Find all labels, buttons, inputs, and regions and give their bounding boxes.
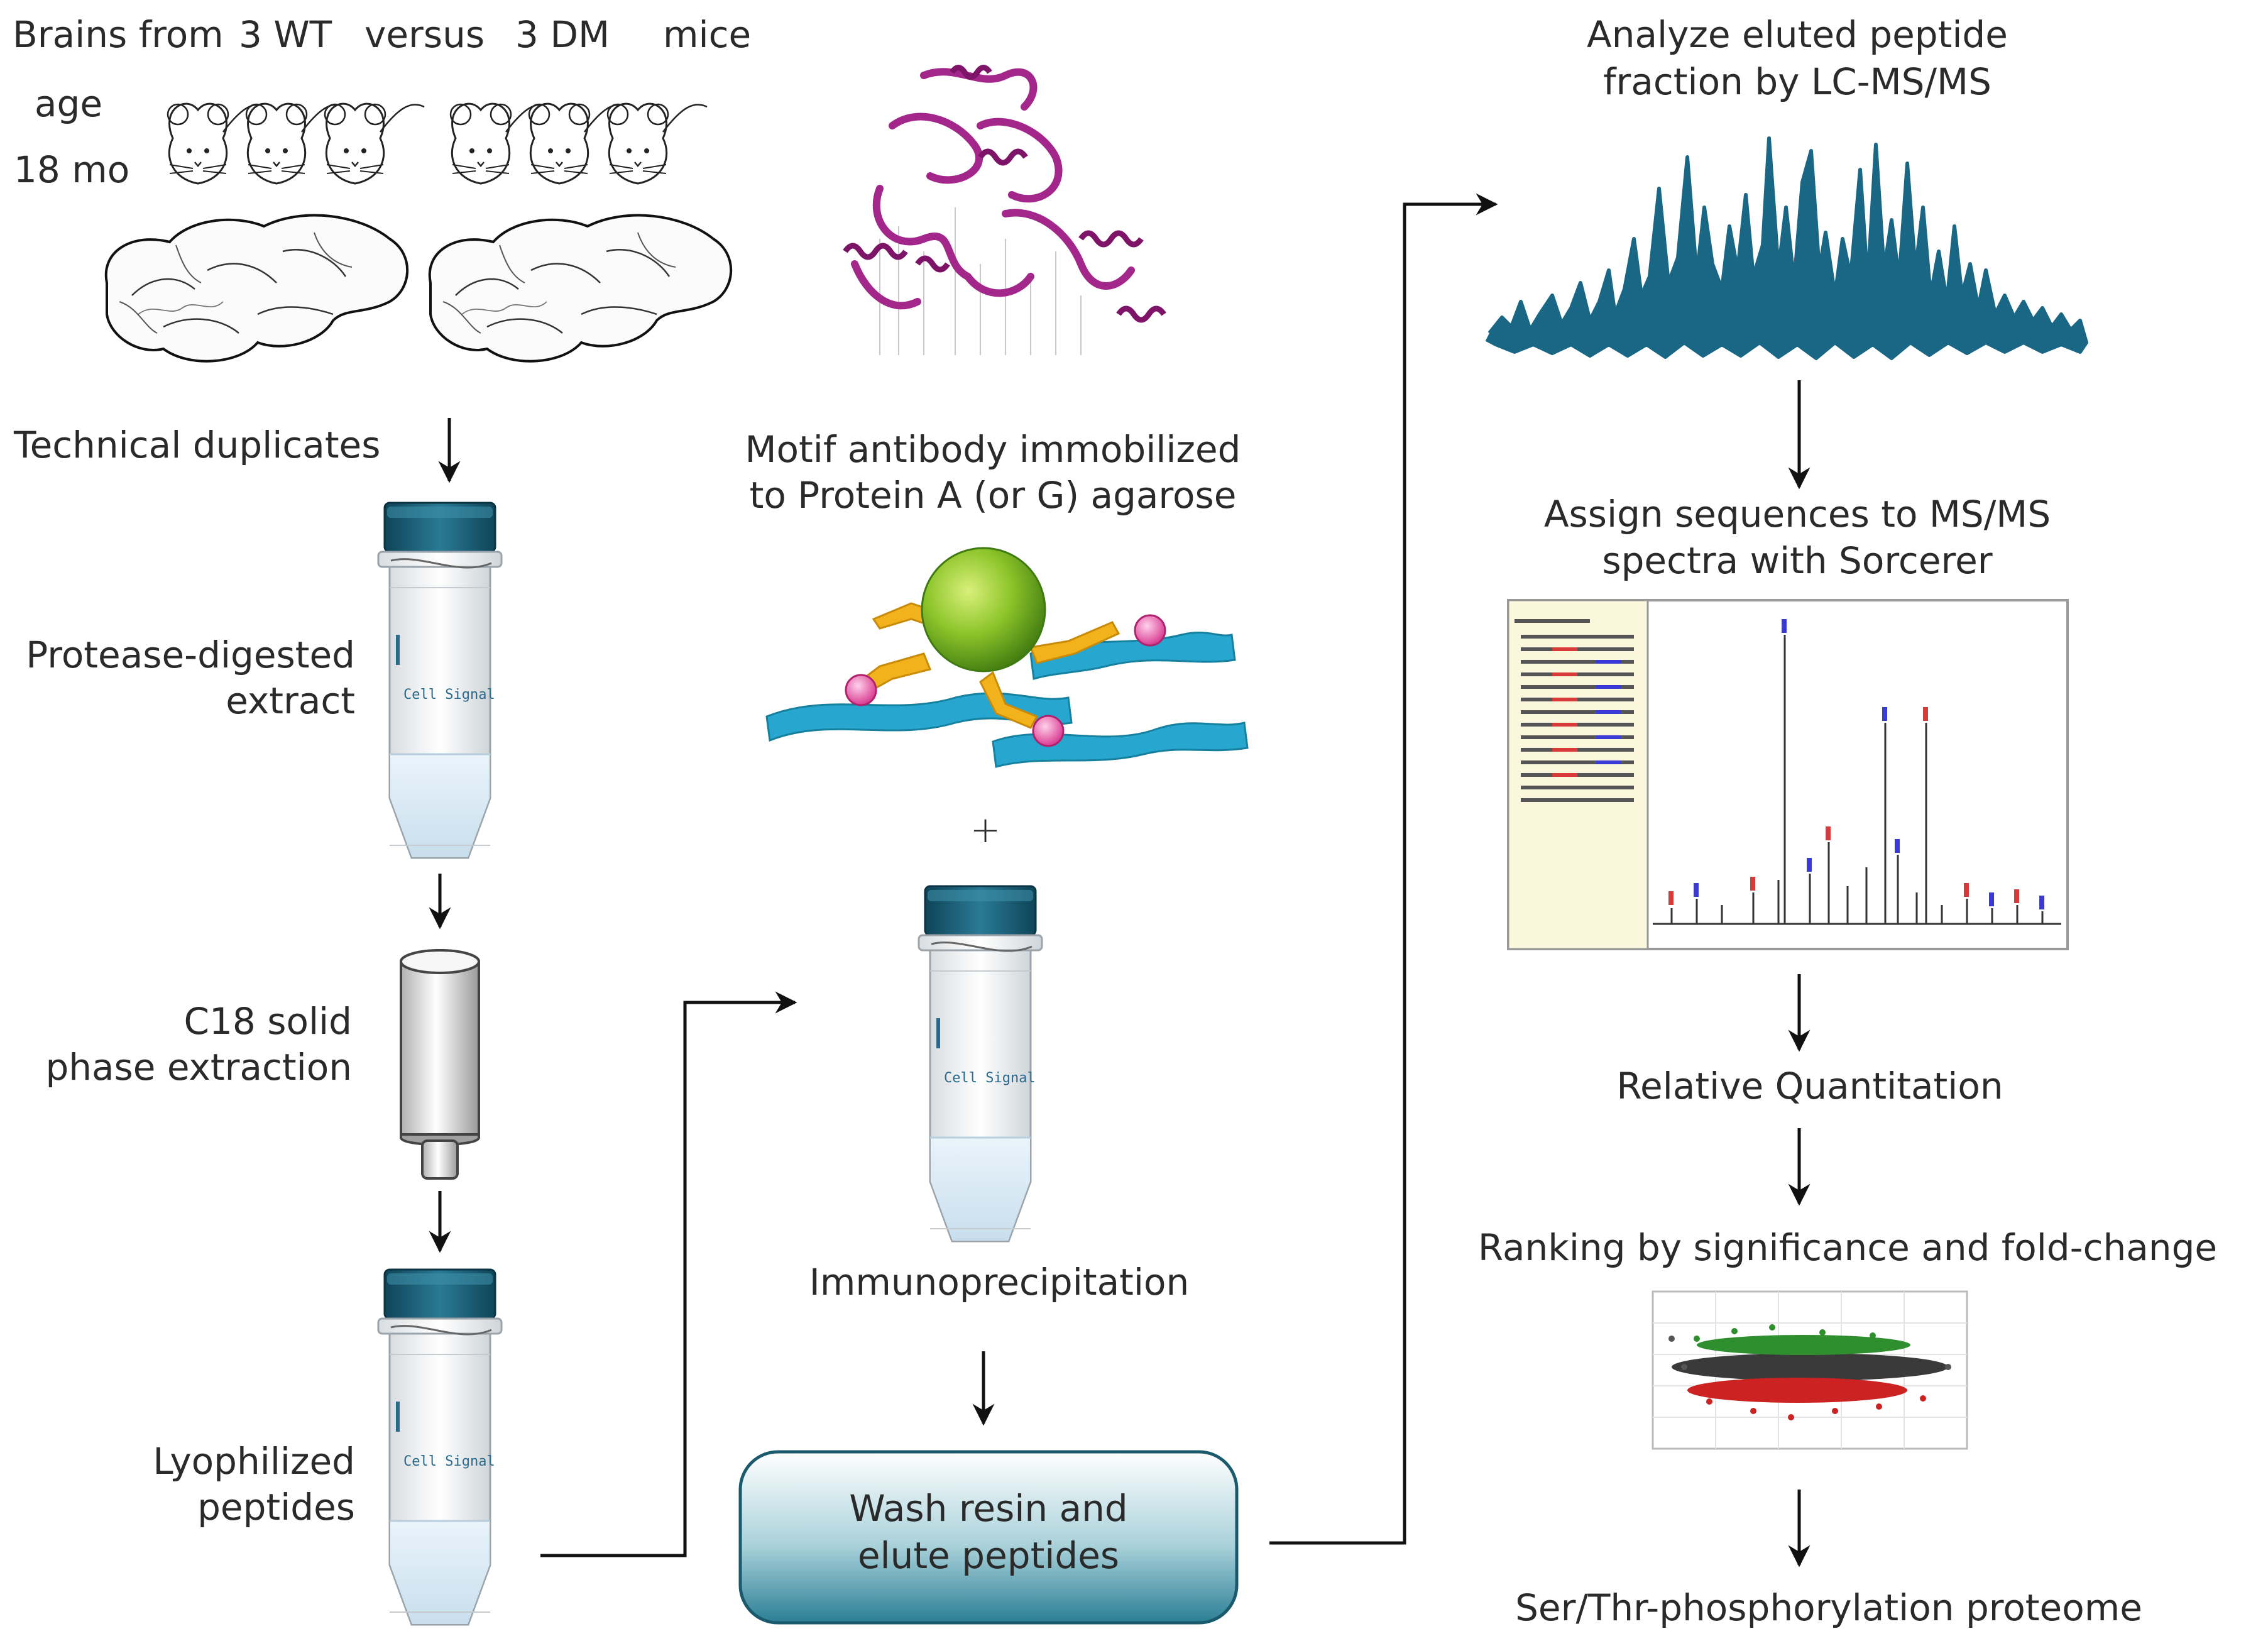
lyophilized-label-line2: peptides (197, 1486, 355, 1528)
final-label: Ser/Thr-phosphorylation proteome (1515, 1586, 2142, 1629)
protease-label-line2: extract (226, 679, 355, 722)
relative-quant-label: Relative Quantitation (1616, 1065, 2003, 1107)
immunoprecipitation-label: Immunoprecipitation (809, 1261, 1190, 1303)
arrow-left-to-middle (540, 991, 797, 1557)
age-label: age (35, 82, 102, 125)
assign-label-line1: Assign sequences to MS/MS (1544, 493, 2051, 535)
brains-from-label: Brains from (13, 13, 224, 56)
tube-label: Cell Signal (403, 687, 495, 703)
dm-label: 3 DM (515, 13, 610, 56)
tube-label: Cell Signal (944, 1070, 1036, 1086)
protein-structure-icon (843, 65, 1166, 355)
immunoprecipitation-tube-icon: Cell Signal (918, 885, 1043, 1243)
spectrum-peaks (1670, 635, 2044, 924)
dm-mouse-icon (606, 102, 708, 185)
analyze-label-line1: Analyze eluted peptide (1587, 13, 2008, 56)
motif-label-line1: Motif antibody immobilized (745, 428, 1241, 471)
header-labels: Brains from 3 WT versus 3 DM mice age 18… (13, 13, 751, 191)
c18-column-icon (400, 949, 480, 1180)
wt-label: 3 WT (239, 13, 332, 56)
ma-plot-icon (1652, 1290, 1968, 1450)
lyophilized-label-line1: Lyophilized (153, 1440, 355, 1483)
wash-label-line2: elute peptides (858, 1534, 1119, 1577)
mice-label: mice (663, 13, 751, 56)
antibody-bead-icon (765, 547, 1249, 768)
c18-label-line1: C18 solid (184, 1000, 353, 1043)
wt-brain-icon (104, 214, 409, 363)
protease-tube-icon: Cell Signal (377, 502, 503, 859)
chromatogram-icon (1485, 136, 2088, 360)
ms-spectrum-panel (1507, 599, 2069, 950)
wash-label-line1: Wash resin and (849, 1487, 1128, 1530)
arrow-middle-to-right (1269, 193, 1498, 1545)
analyze-label-line2: fraction by LC-MS/MS (1603, 60, 1991, 103)
technical-duplicates-label: Technical duplicates (13, 424, 380, 466)
plus-sign: + (970, 808, 1001, 851)
motif-label-line2: to Protein A (or G) agarose (750, 474, 1237, 517)
wash-elute-box: Wash resin and elute peptides (738, 1450, 1239, 1625)
protease-label-line1: Protease-digested (26, 634, 355, 676)
assign-label-line2: spectra with Sorcerer (1602, 539, 1992, 582)
c18-label-line2: phase extraction (45, 1046, 352, 1089)
ranking-label: Ranking by significance and fold-change (1478, 1226, 2217, 1269)
wt-mouse-icon (324, 102, 425, 185)
tube-label: Cell Signal (403, 1454, 495, 1469)
dm-brain-icon (428, 214, 733, 363)
lyophilized-tube-icon: Cell Signal (377, 1268, 503, 1626)
age-value: 18 mo (14, 148, 129, 191)
mouse-icons (167, 102, 708, 185)
versus-label: versus (364, 13, 485, 56)
